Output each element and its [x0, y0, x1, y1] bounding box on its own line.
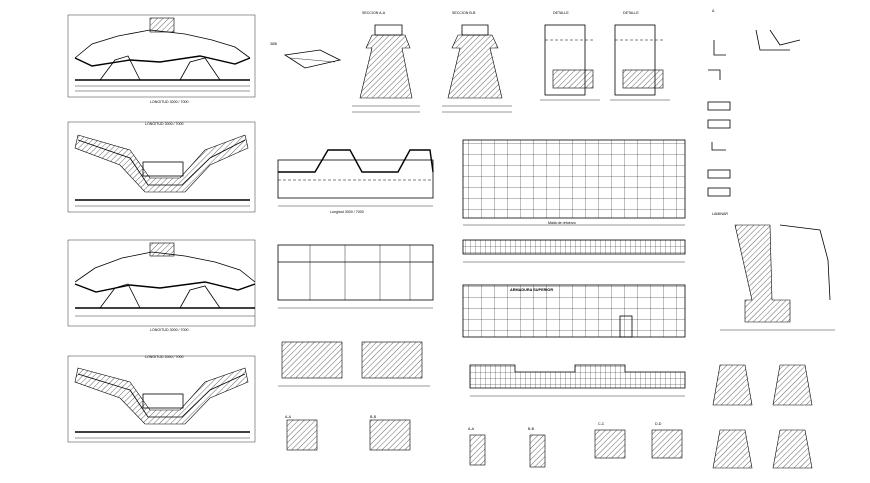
wall-section-caption: LAMINAR	[712, 212, 728, 216]
detail-caption-4: D-D	[655, 422, 662, 426]
pier-section-2: SECCION B-B	[442, 11, 512, 113]
retaining-wall-section: LAMINAR	[712, 212, 835, 331]
footing-section-2: DETALLE	[610, 11, 670, 101]
longitudinal-section-2	[277, 244, 434, 309]
rebar-bending-details: A	[707, 9, 801, 197]
elevation-2-caption: LONGITUD 3000 / 7000	[150, 328, 189, 332]
long-grid-caption: ARMADURA SUPERIOR	[510, 288, 553, 292]
elevation-1-caption: LONGITUD 3000 / 7000	[150, 100, 189, 104]
reinforcement-strip	[462, 239, 686, 263]
small-details-row: A-A B-B C-C D-D	[468, 422, 683, 468]
small-title: A	[712, 9, 715, 13]
panel-grid-caption: Malla de refuerzo	[548, 221, 576, 225]
plan-drawing-1: LONGITUD 3000 / 7000	[67, 121, 256, 213]
mid-section-caption: Longitud 3000 / 7000	[330, 210, 364, 214]
detail-caption-3: C-C	[598, 422, 605, 426]
detail-caption-1: A-A	[468, 427, 475, 431]
longitudinal-section-1: Longitud 3000 / 7000	[277, 149, 434, 214]
svg-text:B-B: B-B	[370, 415, 377, 419]
column-details: A-A B-B	[278, 341, 430, 451]
plan-1-caption: LONGITUD 3000 / 7000	[145, 122, 184, 126]
triangular-footings	[712, 364, 813, 469]
long-reinforcement-grid: ARMADURA SUPERIOR	[462, 284, 686, 338]
svg-text:SECCION B-B: SECCION B-B	[452, 11, 476, 15]
svg-text:3Ø8: 3Ø8	[270, 42, 277, 46]
elevation-drawing-2: LONGITUD 3000 / 7000	[67, 239, 256, 332]
elevation-drawing-1: LONGITUD 3000 / 7000	[67, 14, 256, 104]
plan-2-caption: LONGITUD 3000 / 7000	[145, 355, 184, 359]
detail-caption-2: B-B	[528, 427, 535, 431]
svg-text:DETALLE: DETALLE	[623, 11, 639, 15]
pier-section-1: SECCION A-A	[352, 11, 420, 113]
svg-text:A-A: A-A	[285, 415, 292, 419]
panel-reinforcement-grid: Malla de refuerzo	[462, 139, 686, 226]
stepped-reinforcement-strip	[469, 364, 686, 397]
svg-text:DETALLE: DETALLE	[553, 11, 569, 15]
footing-section-1: DETALLE	[540, 11, 600, 101]
svg-text:SECCION A-A: SECCION A-A	[362, 11, 386, 15]
plan-drawing-2: LONGITUD 3000 / 7000	[67, 355, 256, 443]
slab-detail: 3Ø8	[270, 42, 342, 69]
